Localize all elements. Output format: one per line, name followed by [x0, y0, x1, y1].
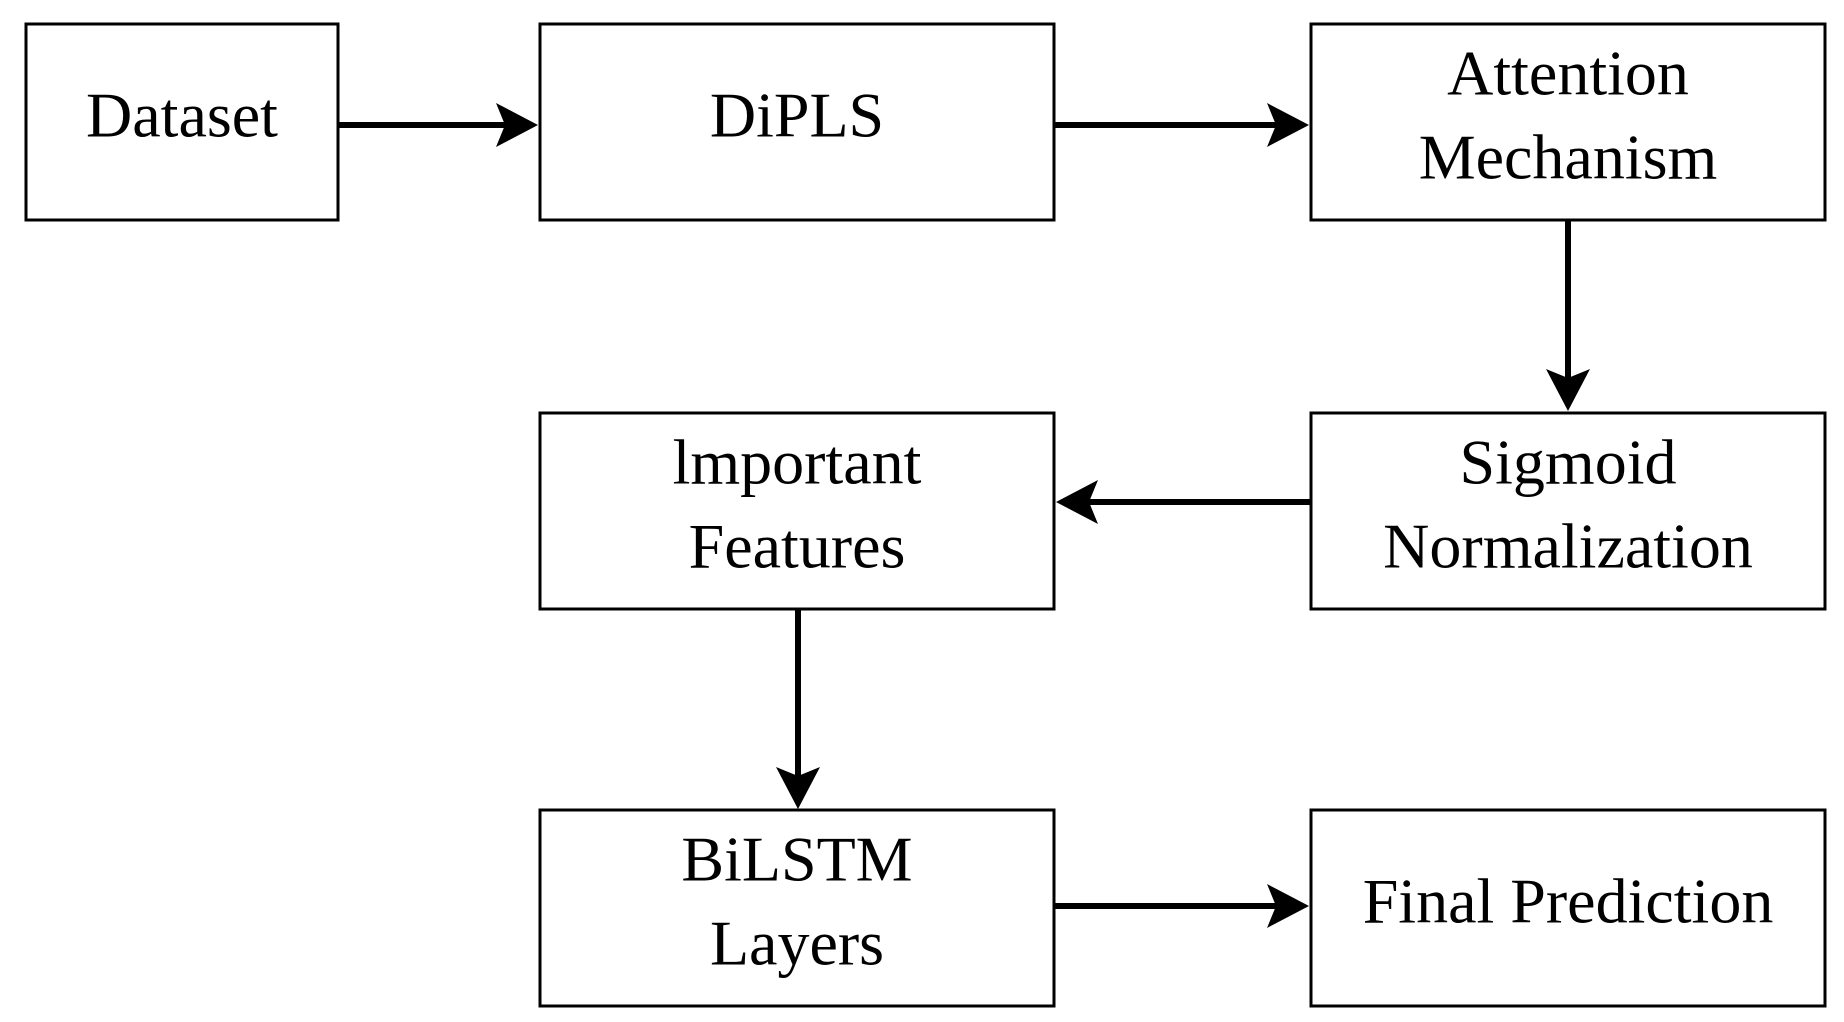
- node-dipls-label: DiPLS: [710, 80, 884, 151]
- node-attention-line2: Mechanism: [1419, 122, 1718, 193]
- edge-dipls-to-attention: [1054, 103, 1309, 147]
- node-important-features: lmportant Features: [538, 411, 1056, 611]
- node-final-prediction: Final Prediction: [1309, 808, 1827, 1008]
- node-sigmoid-normalization: Sigmoid Normalization: [1309, 411, 1827, 611]
- node-attention-mechanism: Attention Mechanism: [1309, 22, 1827, 222]
- node-sigmoid-line2: Normalization: [1383, 511, 1753, 582]
- edge-dataset-to-dipls: [336, 103, 538, 147]
- node-bilstm-layers: BiLSTM Layers: [538, 808, 1056, 1008]
- edge-important-to-bilstm: [776, 608, 820, 809]
- node-dataset-label: Dataset: [86, 80, 278, 151]
- node-bilstm-line2: Layers: [710, 908, 884, 979]
- edge-sigmoid-to-important: [1056, 480, 1310, 524]
- edge-bilstm-to-final: [1054, 884, 1309, 928]
- node-sigmoid-line1: Sigmoid: [1460, 427, 1677, 498]
- node-final-label: Final Prediction: [1363, 866, 1774, 937]
- node-attention-line1: Attention: [1447, 38, 1689, 109]
- edge-attention-to-sigmoid: [1546, 216, 1590, 411]
- node-dataset: Dataset: [24, 22, 340, 222]
- node-important-line1: lmportant: [673, 427, 922, 498]
- node-dipls: DiPLS: [538, 22, 1056, 222]
- node-important-line2: Features: [689, 511, 906, 582]
- node-bilstm-line1: BiLSTM: [681, 824, 912, 895]
